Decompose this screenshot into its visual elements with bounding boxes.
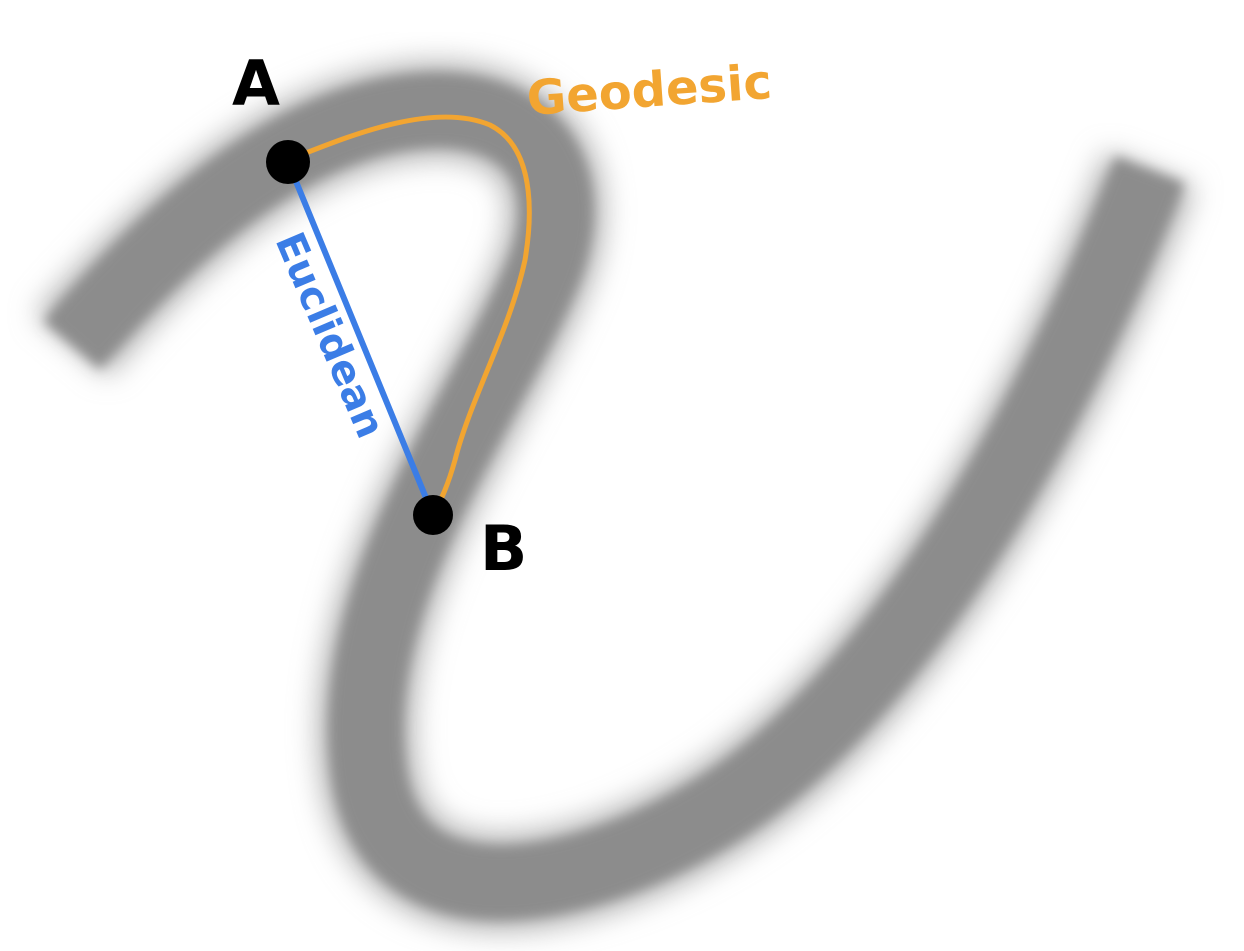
geodesic-path xyxy=(285,114,532,518)
point-a-label: A xyxy=(232,47,280,120)
geodesic-label: Geodesic xyxy=(525,54,774,127)
point-a-marker xyxy=(266,140,310,184)
point-b-label: B xyxy=(480,512,527,585)
manifold-band xyxy=(35,62,1195,931)
euclidean-path xyxy=(285,159,436,518)
manifold-core xyxy=(43,73,1185,920)
point-b-marker xyxy=(413,495,453,535)
